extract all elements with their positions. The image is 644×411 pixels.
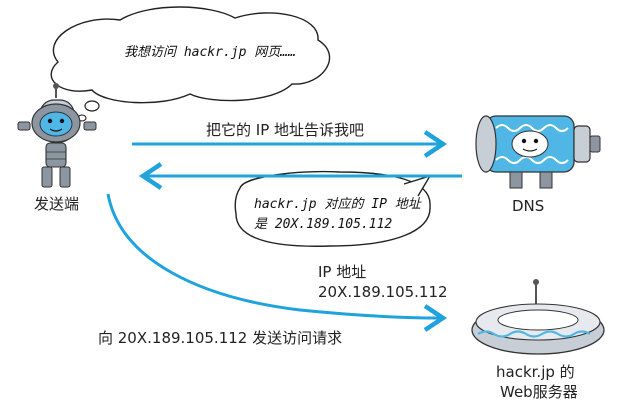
- request-arrow-label: 向 20X.189.105.112 发送访问请求: [98, 329, 343, 347]
- request-arrow: [106, 193, 448, 332]
- dns-bubble-line2: 是 20X.189.105.112: [254, 217, 393, 232]
- web-server-icon: [471, 279, 605, 355]
- sender-robot-icon: [17, 83, 97, 188]
- sender-label: 发送端: [34, 195, 80, 213]
- query-arrow-label: 把它的 IP 地址告诉我吧: [206, 121, 365, 139]
- server-label-line1: hackr.jp 的: [496, 363, 575, 381]
- server-label-line2: Web服务器: [500, 383, 578, 401]
- dns-bubble-line1: hackr.jp 对应的 IP 地址: [254, 197, 421, 212]
- dns-server-icon: [475, 115, 601, 189]
- sender-thought-text: 我想访问 hackr.jp 网页……: [124, 45, 296, 60]
- sender-thought-bubble: [50, 6, 331, 122]
- dns-label: DNS: [512, 197, 545, 215]
- answer-arrow-label-line2: 20X.189.105.112: [318, 283, 448, 301]
- answer-arrow-label-line1: IP 地址: [318, 263, 367, 281]
